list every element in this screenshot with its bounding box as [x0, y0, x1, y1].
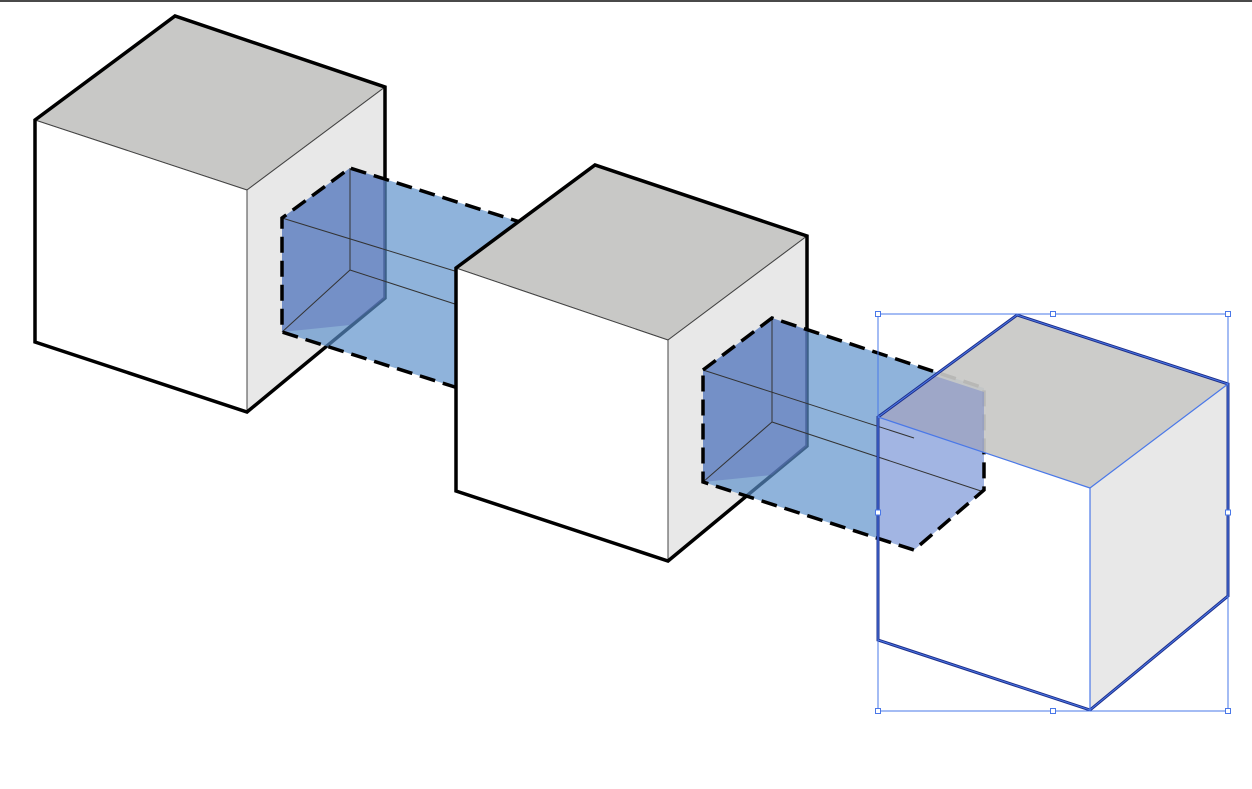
cube-right-side-face: [1090, 384, 1228, 710]
selection-bounding-box[interactable]: [875, 311, 1231, 714]
handle-middle-left[interactable]: [875, 509, 881, 516]
handle-middle-right[interactable]: [1225, 509, 1231, 516]
window-top-border: [0, 0, 1252, 2]
connector-left-middle-edge: [281, 217, 459, 273]
cube-right-inner-edge-1: [877, 416, 1091, 489]
cube-right-top-overlap: [878, 376, 984, 452]
handle-bottom-right[interactable]: [1225, 708, 1231, 714]
connector-left-middle-outline: [280, 166, 521, 390]
handle-bottom-left[interactable]: [875, 708, 881, 714]
connector-left-middle-overlap: [282, 168, 385, 332]
handle-top-left[interactable]: [875, 311, 881, 317]
connector-middle-right-edge-4: [702, 421, 773, 483]
connector-middle-right-overlap-left: [703, 318, 807, 482]
handle-bottom-center[interactable]: [1050, 708, 1056, 714]
connector-middle-right-outline: [701, 316, 986, 552]
handle-top-center[interactable]: [1050, 311, 1056, 317]
handle-top-right[interactable]: [1225, 311, 1231, 317]
connector-left-middle-edge-2: [349, 269, 459, 306]
cube-right-inner-edge-2: [1089, 383, 1229, 489]
connector-left-middle-edge-4: [281, 269, 351, 333]
